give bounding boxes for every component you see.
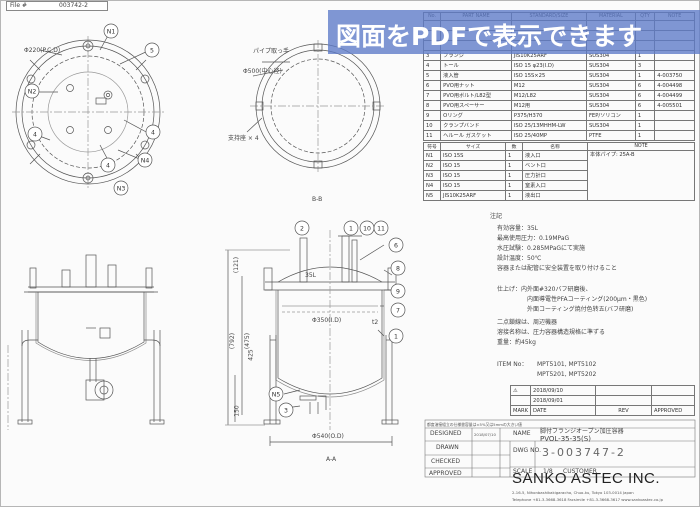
balloon-text: 4	[106, 163, 110, 170]
name-label: NAME	[513, 430, 531, 437]
finish-line: 溶接名称は、圧力容器構造規格に準ずる	[497, 329, 606, 336]
finish-line: 二点鎖線は、周辺機器	[497, 319, 558, 326]
support-label: 支持座 × 4	[228, 135, 259, 142]
dim-425: 425	[247, 349, 255, 361]
finish-line: 仕上げ：内外面#320バフ研磨後、	[497, 286, 592, 293]
pdf-view-banner-label[interactable]: 図面をPDFで表示できます	[336, 22, 643, 51]
inner-diameter-label: Φ350(I.D)	[312, 317, 342, 324]
balloon-text: 9	[396, 289, 400, 296]
checked-label: CHECKED	[431, 458, 461, 465]
dwg-label: DWG NO.	[513, 447, 541, 454]
thickness-label: t2	[372, 319, 379, 326]
note-line: 有効容量：35L	[497, 225, 538, 232]
center-diameter-label: Φ500(中心径)	[243, 68, 282, 75]
customer-label: CUSTOMER	[563, 468, 597, 475]
section-b-b	[246, 40, 386, 172]
dim-792: (792)	[229, 332, 237, 350]
company-contact: Telephone +81-3-3668-3618 Facsimile +81-…	[512, 497, 663, 502]
company-address: 2-16-5, Nihonbashikakigaracho, Chuo-ku, …	[512, 490, 634, 495]
balloon-text: N4	[141, 158, 150, 165]
balloon-text: N3	[117, 186, 126, 193]
section-a-a-label: A-A	[326, 456, 337, 463]
company-name: SANKO ASTEC INC.	[512, 470, 661, 487]
name-line1: 脚付フランジオープン加圧容器	[540, 428, 624, 435]
balloon-text: N1	[107, 29, 116, 36]
note-line: 最高使用圧力：0.19MPaG	[497, 235, 570, 242]
balloon-text: 1	[349, 226, 353, 233]
nozzle-table-header: 符号 サイズ 数 名称 NOTE	[423, 142, 695, 151]
balloon-text: 4	[33, 132, 37, 139]
scale-value: 1/8	[543, 468, 553, 475]
file-number: 003742-2	[59, 2, 88, 9]
item-no-line2: MPT5201, MPT5202	[537, 371, 597, 378]
finish-line: 外面コーティング焼付色转五(バフ研磨)	[527, 306, 634, 313]
designed-date: 2018/07/10	[474, 432, 496, 437]
balloon-text: 11	[377, 226, 385, 233]
top-view-plan	[12, 31, 164, 188]
dwg-number: 3-003747-2	[542, 446, 626, 459]
dim-475: (475)	[244, 332, 252, 350]
balloon-text: 7	[396, 308, 400, 315]
file-number-box: File # 003742-2	[6, 1, 108, 11]
title-block-frame	[424, 419, 696, 478]
finish-line: 内面導電性PFAコーティング(200μm・黒色)	[527, 296, 648, 303]
table-row: ⚠2018/09/10	[509, 385, 695, 396]
item-no-label: ITEM No：	[497, 361, 528, 368]
balloon-text: 1	[394, 334, 398, 341]
dim-121: (121)	[233, 256, 241, 274]
note-line: 設計温度：50℃	[497, 255, 542, 262]
name-line2: PVOL-35-35(S)	[540, 435, 591, 443]
balloon-text: 5	[150, 48, 154, 55]
scale-label: SCALE	[513, 468, 533, 475]
finish-line: 重量：約45kg	[497, 339, 536, 346]
pcd-label: Φ220(P.C.D)	[24, 47, 61, 54]
designed-label: DESIGNED	[430, 430, 462, 437]
pipe-handle-label: パイプ取っ手	[253, 48, 290, 55]
file-label: File #	[10, 2, 27, 9]
side-elevation	[7, 254, 165, 430]
drawn-label: DRAWN	[436, 444, 459, 451]
note-line: 容器または配管に安全装置を取り付けること	[497, 265, 618, 272]
balloon-text: 4	[151, 130, 155, 137]
balloon-text: 6	[394, 243, 398, 250]
title-note-line: 都度溶接組立の仕様書容量は±5%又は5mmの大きい値	[427, 422, 522, 427]
volume-label: 35L	[305, 272, 316, 279]
balloon-text: 2	[300, 226, 304, 233]
item-no-line1: MPT5101, MPT5102	[537, 361, 597, 368]
note-line: 水圧試験：0.285MPaGにて実施	[497, 245, 586, 252]
balloon-text: 3	[284, 408, 288, 415]
table-row: 2018/09/01	[509, 395, 695, 406]
notes-header: 注記	[490, 213, 503, 220]
section-b-b-label: B-B	[312, 196, 323, 203]
approved-label: APPROVED	[429, 470, 462, 477]
base-diameter-label: Φ540(O.D)	[312, 433, 344, 440]
balloon-text: N2	[28, 89, 37, 96]
dim-150: 150	[233, 405, 241, 417]
nozzle-note: 本体パイプ: 25A-B	[587, 150, 695, 201]
balloon-text: N5	[272, 392, 281, 399]
pdf-view-banner[interactable]	[328, 10, 700, 54]
balloon-text: 10	[363, 226, 371, 233]
balloon-text: 8	[396, 266, 400, 273]
